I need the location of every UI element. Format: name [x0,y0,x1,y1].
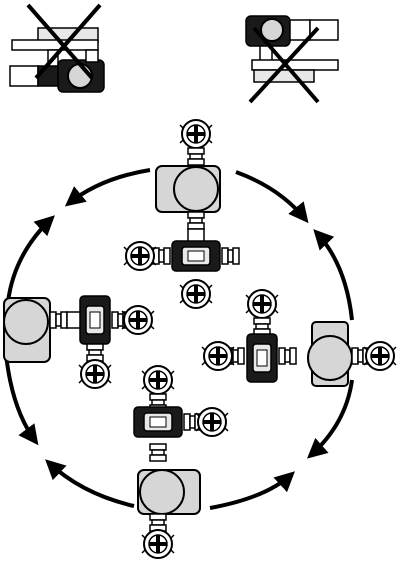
allowed-orientation-motor-right [201,289,397,387]
rotation-arrow-bottom-right [209,471,295,510]
allowed-orientation-motor-down [133,365,229,559]
rotation-arrow-lower-right [307,379,354,459]
rotation-arrow-bottom-left [45,459,135,508]
forbidden-orientation-right [245,15,339,104]
rotation-arrow-lower-left [4,353,39,446]
cross-mark-left [26,3,102,80]
forbidden-orientation-left [9,3,105,93]
allowed-orientation-motor-up [123,119,240,309]
rotation-arrow-top-left [64,168,151,207]
rotation-arrows [4,168,354,510]
rotation-arrow-upper-left [6,215,55,303]
cross-mark-right [248,26,320,104]
rotation-arrow-upper-right [313,229,354,321]
rotation-arrow-top-right [235,170,309,224]
allowed-orientation-motor-left [3,295,155,389]
